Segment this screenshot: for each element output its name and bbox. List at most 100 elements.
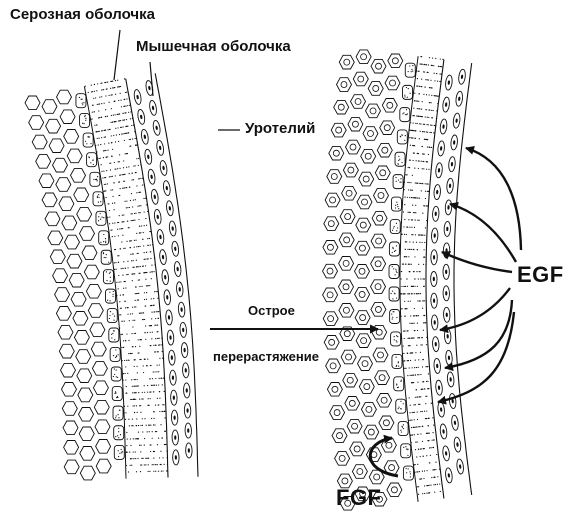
urothelial-cell-nucleus [361,338,367,344]
urothelial-cell [368,82,383,96]
urothelial-cell-nucleus [345,214,351,220]
urothelial-cell [352,465,367,479]
urothelial-cell [58,325,73,339]
urothelial-cell [361,403,376,417]
urothelial-cell [71,292,86,306]
urothelial-cell-nucleus [346,354,352,360]
urothelial-cell-nucleus [344,331,350,337]
urothelial-cell [366,104,381,118]
basal-cell [96,211,106,225]
urothelial-cell-nucleus [362,199,368,205]
urothelial-cell [42,100,57,114]
urothelial-cell [361,149,376,163]
urothelial-cell [357,195,372,209]
urothelial-cell [64,460,79,474]
urothelial-cell [82,246,97,260]
urothelial-cell [371,59,386,73]
urothelial-cell-nucleus [386,442,392,448]
urothelial-cell [79,408,94,422]
urothelial-cell [92,362,107,376]
urothelial-cell [76,350,91,364]
urothelial-cell [50,250,65,264]
urothelial-cell [323,264,338,278]
urothelial-cell-nucleus [327,292,333,298]
urothelial-cell [67,254,82,268]
serosa-cell-nucleus [168,315,171,320]
urothelial-cell [355,241,370,255]
urothelial-cell [325,193,340,207]
urothelial-cell [323,312,338,326]
urothelial-cell-nucleus [387,102,393,108]
label-acute-line1: Острое [248,303,295,318]
urothelial-cell-nucleus [359,245,365,251]
serosa-cell-nucleus [438,385,441,390]
urothelial-cell-nucleus [347,377,353,383]
serosa-cell-nucleus [182,328,184,333]
serosa-cell-nucleus [150,174,153,179]
urothelial-cell-nucleus [376,329,382,335]
basal-cell [393,175,403,189]
serosa-cell-nucleus [178,287,181,292]
urothelial-cell [324,336,339,350]
urothelial-cell [377,394,392,408]
urothelial-cell [355,265,370,279]
urothelial-cell-nucleus [380,170,386,176]
normal-bladder-wall [25,73,198,480]
urothelial-cell-nucleus [337,433,343,439]
basal-cell [90,172,100,186]
urothelial-cell [332,429,347,443]
urothelial-cell [375,166,390,180]
urothelial-cell-nucleus [379,375,385,381]
urothelial-cell [356,218,371,232]
urothelial-cell [339,304,354,318]
basal-cell [392,354,402,368]
leader-serosa [114,30,120,80]
serosa-cell-nucleus [448,80,451,85]
urothelial-cell [327,383,342,397]
urothelial-cell [355,288,370,302]
basal-cell [405,63,415,77]
serosa-cell-nucleus [186,408,188,412]
urothelial-cell [351,95,366,109]
urothelial-cell-nucleus [341,82,347,88]
urothelial-cell-nucleus [333,150,339,156]
urothelial-cell [48,231,63,245]
urothelial-cell-nucleus [359,291,365,297]
basal-cell [400,108,410,122]
urothelial-cell [62,216,77,230]
urothelial-cell-nucleus [373,85,379,91]
serosa-cell-nucleus [147,154,150,159]
serosa-cell-nucleus [461,74,464,79]
urothelial-cell-nucleus [332,386,338,392]
basal-cell [403,466,413,480]
serosa-cell-nucleus [440,407,443,412]
urothelial-cell [59,197,74,211]
urothelial-cell [353,72,368,86]
serosa-cell-nucleus [172,375,174,379]
serosa-cell-nucleus [136,95,139,100]
urothelial-cell-nucleus [357,469,363,475]
urothelial-cell-nucleus [331,173,337,179]
urothelial-cell [339,280,354,294]
urothelial-cell [373,348,388,362]
urothelial-cell-nucleus [376,238,382,244]
urothelial-cell [49,139,64,153]
urothelial-cell [57,90,72,104]
serosa-cell-nucleus [173,395,175,399]
label-urothelium: Уротелий [245,120,315,137]
urothelial-cell [96,459,111,473]
urothelial-cell [39,174,54,188]
serosa-cell-nucleus [433,255,435,259]
urothelial-cell [46,119,61,133]
serosa-cell-nucleus [164,275,167,280]
urothelial-cell [366,448,381,462]
urothelial-cell [356,334,371,348]
serosa-cell-nucleus [435,212,437,217]
urothelial-cell [339,233,354,247]
urothelial-cell-nucleus [343,284,349,290]
urothelial-cell [324,217,339,231]
urothelial-cell-nucleus [378,192,384,198]
urothelial-cell [55,288,70,302]
urothelial-cell [71,169,86,183]
